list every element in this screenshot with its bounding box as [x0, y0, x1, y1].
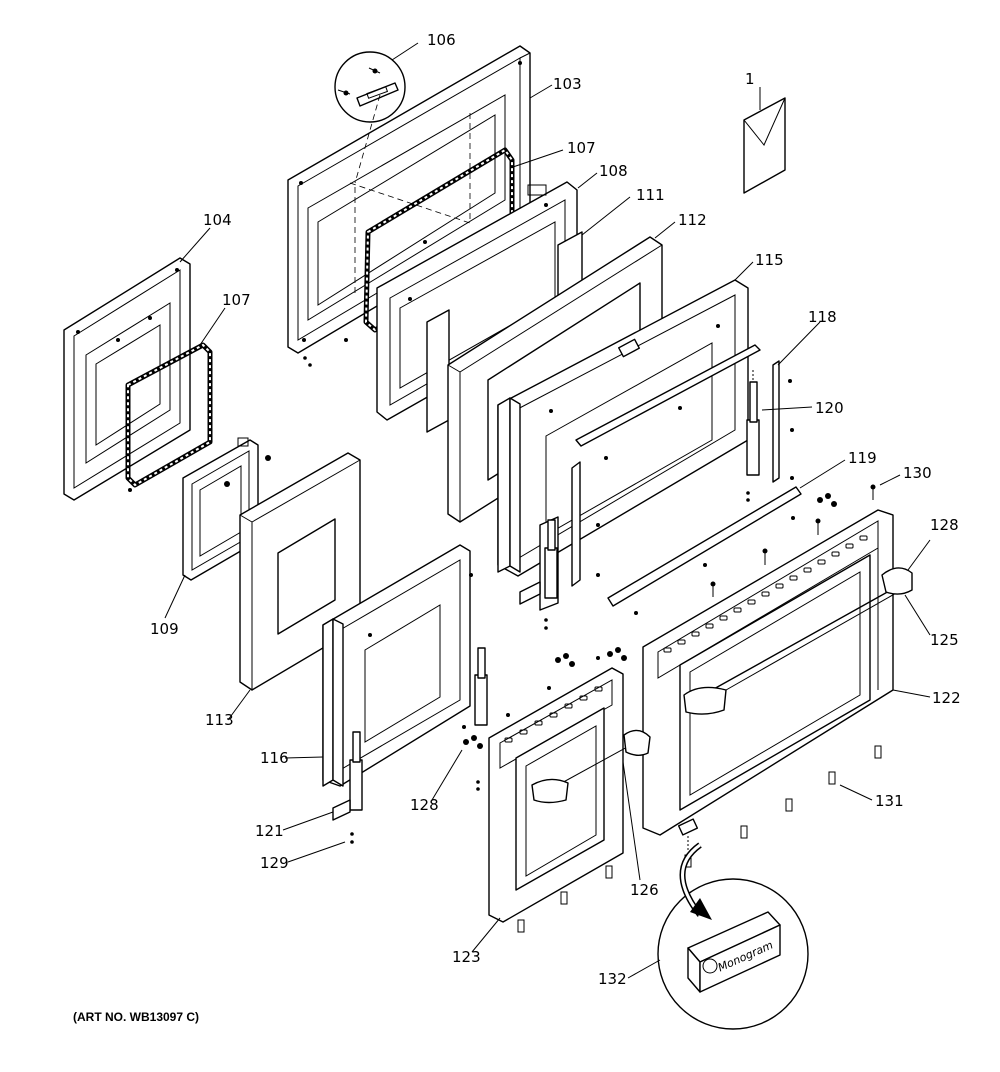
callout-107-upper: 107 [567, 139, 596, 157]
part-118-side-trim [772, 360, 794, 483]
part-109-small-inner-glass [182, 437, 271, 581]
leader-lines [164, 42, 931, 979]
callout-119: 119 [848, 449, 877, 467]
callout-128-left: 128 [410, 796, 439, 814]
part-107-lower-gasket [125, 342, 213, 488]
large-door-vent-slots [663, 535, 868, 653]
callout-116: 116 [260, 749, 289, 767]
part-130-screws [710, 484, 876, 597]
small-door-vent-slots [504, 686, 603, 743]
callout-131: 131 [875, 792, 904, 810]
part-132-badge-detail: Monogram [657, 842, 809, 1030]
callout-1: 1 [745, 70, 755, 88]
callout-125: 125 [930, 631, 959, 649]
callout-106: 106 [427, 31, 456, 49]
callout-121: 121 [255, 822, 284, 840]
callout-120: 120 [815, 399, 844, 417]
part-123-small-outer-door [488, 656, 651, 923]
part-1-literature [743, 97, 786, 194]
callout-128-right: 128 [930, 516, 959, 534]
part-122-large-outer-door [642, 509, 913, 836]
callout-104: 104 [203, 211, 232, 229]
callout-130: 130 [903, 464, 932, 482]
callout-115: 115 [755, 251, 784, 269]
part-104-small-inner-frame [63, 257, 191, 501]
callout-111: 111 [636, 186, 665, 204]
callout-103: 103 [553, 75, 582, 93]
small-door-screws [463, 493, 837, 933]
callout-132: 132 [598, 970, 627, 988]
callout-107-lower: 107 [222, 291, 251, 309]
part-106-detail [334, 51, 406, 123]
callout-113: 113 [205, 711, 234, 729]
callout-126: 126 [630, 881, 659, 899]
callout-118: 118 [808, 308, 837, 326]
callout-123: 123 [452, 948, 481, 966]
callout-122: 122 [932, 689, 961, 707]
callout-109: 109 [150, 620, 179, 638]
part-119-lower-rail [607, 486, 802, 615]
callout-129: 129 [260, 854, 289, 872]
callout-108: 108 [599, 162, 628, 180]
art-number-label: (ART NO. WB13097 C) [73, 1010, 200, 1024]
callout-labels: 1 103 104 106 107 107 108 109 111 112 11… [150, 31, 961, 988]
part-103-inner-door-frame [287, 45, 531, 367]
part-120-hinge-right [746, 370, 760, 502]
part-116-small-door-liner [322, 544, 473, 787]
small-door-hinges [332, 519, 558, 844]
callout-112: 112 [678, 211, 707, 229]
